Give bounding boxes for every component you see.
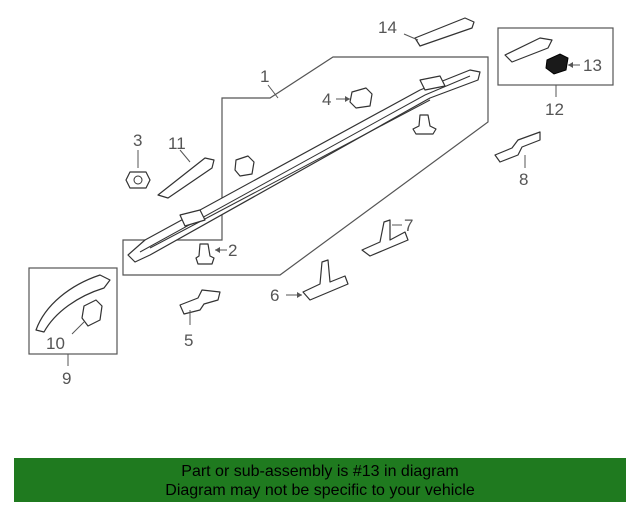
callout-6: 6	[270, 286, 279, 305]
part-9-frame	[28, 267, 118, 355]
parts-diagram: 1 2 3 4 5 6 7 8 9 10 11 12 13 14	[28, 17, 614, 388]
callout-4: 4	[322, 90, 331, 109]
callout-1: 1	[260, 67, 269, 86]
part-9-end-cover	[35, 274, 111, 333]
callout-12: 12	[545, 100, 564, 119]
callout-14: 14	[378, 18, 397, 37]
disclaimer-banner: Part or sub-assembly is #13 in diagram D…	[14, 458, 626, 502]
callout-3: 3	[133, 131, 142, 150]
callout-10: 10	[46, 334, 65, 353]
callout-7: 7	[404, 216, 413, 235]
callout-13: 13	[583, 56, 602, 75]
stud-bolt	[412, 114, 437, 135]
part-13-clip-highlighted	[545, 53, 580, 75]
roof-rail	[127, 69, 481, 263]
part-11-cover	[157, 149, 215, 199]
callout-5: 5	[184, 331, 193, 350]
callout-9: 9	[62, 369, 71, 388]
part-5-bracket	[179, 289, 221, 325]
part-12-cover	[504, 37, 553, 63]
part-14-strip	[403, 17, 475, 47]
leader-1	[267, 84, 279, 99]
end-cap	[234, 155, 255, 177]
part-2-stud	[195, 243, 227, 265]
callout-8: 8	[519, 170, 528, 189]
part-7-bracket	[361, 219, 409, 257]
banner-line-1: Part or sub-assembly is #13 in diagram	[181, 463, 459, 480]
callout-11: 11	[168, 134, 186, 153]
part-6-bracket	[286, 259, 349, 301]
part-4-cap	[336, 87, 373, 109]
part-10-clip	[71, 299, 103, 335]
part-3-nut	[125, 150, 151, 189]
banner-line-2: Diagram may not be specific to your vehi…	[165, 482, 475, 499]
part-8-bracket	[494, 131, 541, 168]
callout-2: 2	[228, 241, 237, 260]
